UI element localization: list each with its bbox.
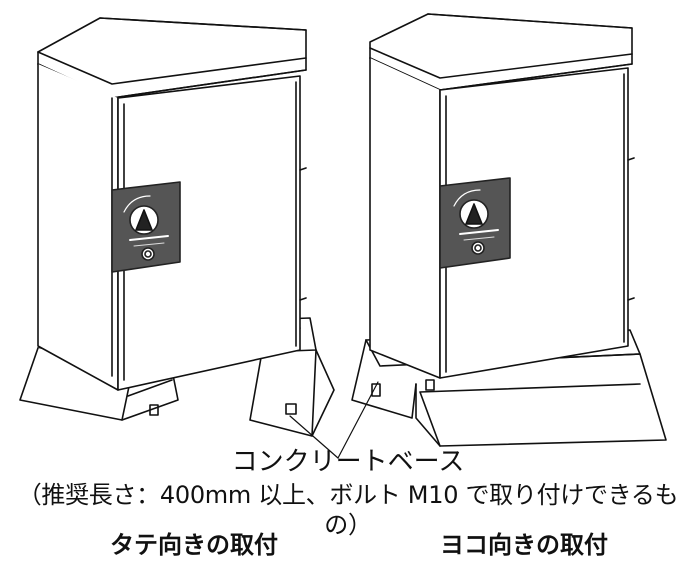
control-panel-left [111,181,181,273]
vertical-mount-label: タテ向きの取付 [110,531,278,559]
concrete-base-caption: コンクリートベース [231,447,465,477]
control-panel-right [439,177,511,269]
cabinet-left-body [37,17,307,391]
horizontal-mount-label: ヨコ向きの取付 [440,531,608,559]
leader-lines [289,381,379,459]
installation-illustration [19,13,667,459]
cabinet-right-body [369,13,635,379]
cabinet-right-horizontal-mount [351,13,667,447]
concrete-base-spec-note: （推奨長さ：400mm 以上、ボルト M10 で取り付けできるもの） [17,481,679,539]
cabinet-left-vertical-mount [19,17,335,437]
